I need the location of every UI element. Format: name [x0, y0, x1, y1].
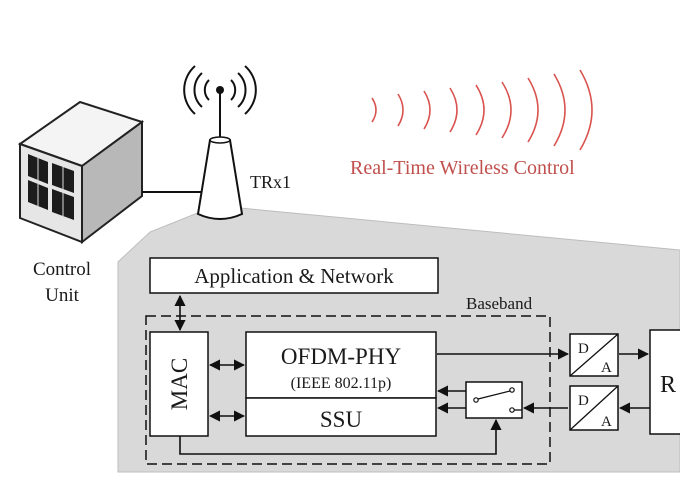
ssu-box	[245, 397, 437, 437]
dac-box	[569, 333, 619, 377]
adc-d-label: D	[578, 393, 589, 409]
baseband-box	[145, 315, 551, 465]
control-unit-label-line2: Unit	[45, 285, 80, 306]
baseband-label: Baseband	[466, 294, 533, 313]
mac-box	[149, 331, 209, 437]
dac-d-label: D	[578, 341, 589, 357]
antenna-icon	[183, 65, 257, 220]
ssu-label: SSU	[320, 407, 363, 432]
dac-a-label: A	[601, 360, 612, 376]
mac-label: MAC	[167, 358, 192, 410]
switch-icon	[465, 381, 523, 419]
ieee-label: (IEEE 802.11p)	[291, 375, 392, 392]
wireless-label: Real-Time Wireless Control	[350, 157, 575, 179]
adc-box	[569, 385, 619, 431]
control-unit-label-line1: Control	[33, 259, 91, 280]
control-unit-icon	[17, 100, 145, 245]
adc-a-label: A	[601, 414, 612, 430]
mac-switch-control	[179, 418, 502, 455]
rf-label: R	[660, 372, 676, 398]
app-network-box	[149, 257, 439, 294]
wireless-wave-icon	[371, 69, 593, 151]
rf-box	[649, 329, 680, 435]
app-network-label: Application & Network	[194, 264, 394, 288]
ofdm-phy-label: OFDM-PHY	[281, 344, 402, 369]
trx-label: TRx1	[250, 172, 291, 192]
